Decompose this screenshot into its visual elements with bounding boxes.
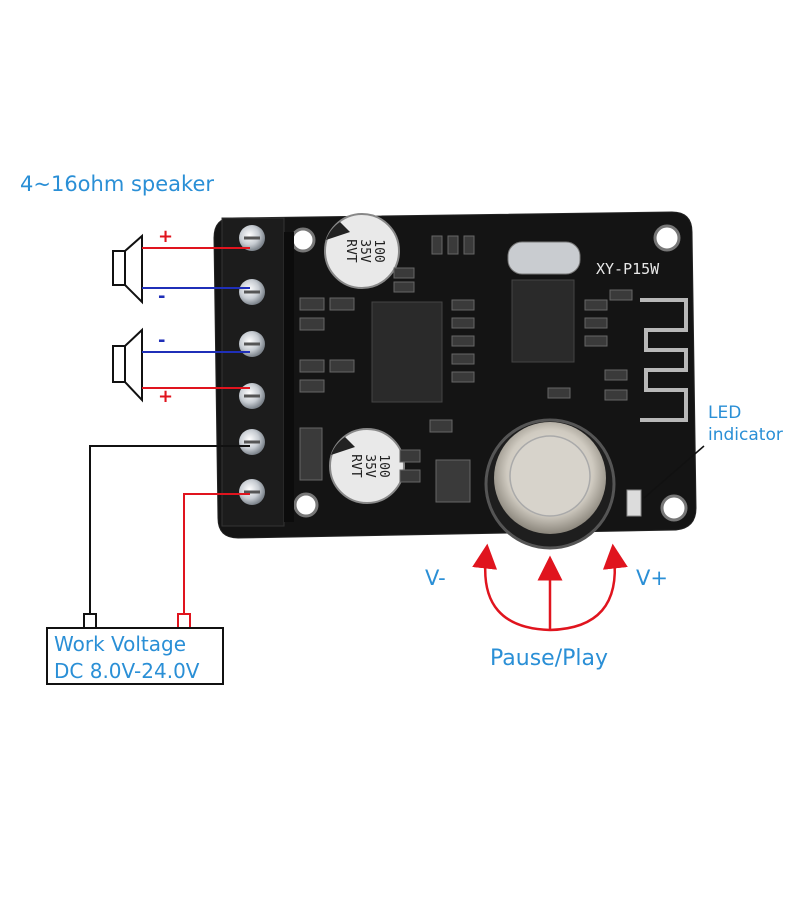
terminal-screw: [239, 225, 265, 251]
terminal-screw: [239, 279, 265, 305]
cap-brand: RVT: [343, 239, 358, 263]
cap-voltage: 35V: [357, 239, 372, 263]
work-voltage-label: Work Voltage: [54, 632, 187, 656]
board-model-text: XY-P15W: [596, 260, 660, 278]
capacitor-top: [324, 213, 400, 289]
amplifier-ic: [371, 301, 443, 403]
speaker-1-icon: [112, 233, 143, 305]
v-minus-arrow: [472, 543, 551, 632]
cap-voltage: 35V: [362, 454, 377, 478]
terminal-screw: [239, 479, 265, 505]
led-label-line2: indicator: [708, 425, 783, 445]
spk2-minus-sign: -: [158, 330, 166, 351]
led-label-line1: LED: [708, 403, 742, 423]
terminal-block: [221, 217, 294, 527]
spk2-plus-sign: +: [158, 386, 174, 407]
v-minus-label: V-: [425, 566, 446, 590]
smd-components: [299, 235, 633, 503]
capacitor-top-label: 100 35V RVT: [343, 227, 386, 275]
v-plus-arrow: [549, 543, 628, 632]
terminal-screw: [239, 383, 265, 409]
vcc-connector: [177, 613, 191, 629]
speaker-2-icon: [112, 327, 143, 403]
crystal-oscillator: [507, 241, 581, 275]
led: [626, 489, 642, 517]
work-voltage-box: Work Voltage DC 8.0V-24.0V: [46, 627, 224, 685]
mounting-hole: [293, 492, 319, 518]
cap-value: 100: [376, 454, 391, 478]
cap-value: 100: [371, 239, 386, 263]
speaker-label: 4~16ohm speaker: [20, 172, 214, 196]
terminal-screw: [239, 429, 265, 455]
cap-brand: RVT: [348, 454, 363, 478]
v-plus-label: V+: [636, 566, 668, 590]
capacitor-bottom-label: 100 35V RVT: [348, 442, 391, 490]
pause-play-label: Pause/Play: [490, 646, 608, 671]
terminal-screw: [239, 331, 265, 357]
power-vcc-wire: [183, 493, 250, 614]
spk1-minus-sign: -: [158, 286, 166, 307]
mounting-hole: [653, 224, 681, 252]
gnd-connector: [83, 613, 97, 629]
mounting-hole: [660, 494, 688, 522]
spk1-plus-sign: +: [158, 226, 174, 247]
rotary-knob: [484, 418, 616, 550]
mounting-hole: [290, 227, 316, 253]
dc-range-label: DC 8.0V-24.0V: [54, 659, 200, 683]
pcb-antenna: [640, 298, 688, 422]
led-pointer-line: [643, 445, 705, 499]
bluetooth-ic: [511, 279, 575, 363]
capacitor-bottom: [329, 428, 405, 504]
power-gnd-wire: [89, 445, 250, 614]
